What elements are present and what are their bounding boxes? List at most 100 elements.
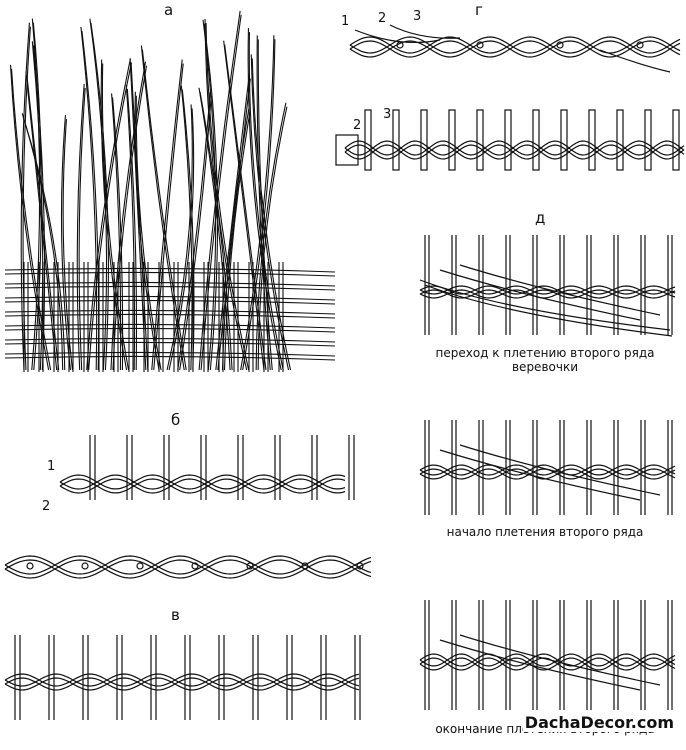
reed xyxy=(31,41,44,371)
strand xyxy=(419,279,671,331)
stake xyxy=(504,109,512,171)
weft-strand xyxy=(4,313,336,319)
stake xyxy=(644,109,652,171)
strand xyxy=(419,653,676,667)
watermark: DachaDecor.com xyxy=(522,713,676,732)
stake xyxy=(616,109,624,171)
caption-transition-2: веревочки xyxy=(511,360,578,374)
rope-strand xyxy=(4,555,372,575)
reed xyxy=(78,87,86,371)
strand xyxy=(354,29,441,44)
rope-strand xyxy=(59,474,346,490)
weft-strand xyxy=(4,299,336,305)
reed xyxy=(89,18,108,371)
strand xyxy=(389,24,461,39)
reed xyxy=(221,108,250,371)
rope-strand xyxy=(59,478,346,494)
reed xyxy=(223,112,251,371)
strand xyxy=(344,144,685,160)
reed xyxy=(248,32,284,371)
reed xyxy=(250,54,290,371)
reed xyxy=(101,63,130,371)
reed xyxy=(134,91,160,371)
reed xyxy=(217,78,251,371)
reed xyxy=(130,62,149,371)
strand-label-g3-lower: 3 xyxy=(383,107,392,122)
weft-strand xyxy=(4,323,336,329)
weft-strand xyxy=(4,281,336,287)
strand-label-2: 2 xyxy=(42,499,51,514)
reed xyxy=(215,74,250,371)
weft-strand xyxy=(4,327,336,333)
stake-section xyxy=(136,562,144,570)
panel-b-rope-weave xyxy=(4,435,372,579)
panel-a-reeds xyxy=(4,10,336,372)
strand xyxy=(459,264,661,316)
stake-section xyxy=(356,562,364,570)
reed xyxy=(112,65,148,371)
reed xyxy=(251,58,292,371)
reed xyxy=(76,83,85,371)
strand xyxy=(439,449,641,501)
stake-section xyxy=(636,41,644,49)
strand-label-g1: 1 xyxy=(341,14,350,29)
rope-strand xyxy=(4,677,360,691)
reed xyxy=(90,22,109,371)
rope-strand xyxy=(4,677,360,691)
rope-strand xyxy=(59,478,346,494)
reed xyxy=(205,22,250,371)
reed xyxy=(88,62,132,371)
strand xyxy=(599,49,671,73)
stake-end xyxy=(335,134,359,166)
reed xyxy=(9,64,50,371)
weft-strand xyxy=(4,271,336,277)
reed xyxy=(22,117,66,371)
strand xyxy=(419,289,676,299)
reed xyxy=(247,28,282,371)
strand-label-g3: 3 xyxy=(413,9,422,24)
reed xyxy=(125,84,136,371)
weft-strand xyxy=(4,341,336,347)
rope-strand xyxy=(4,559,372,579)
stake-section xyxy=(556,41,564,49)
reed xyxy=(199,91,233,371)
weft-strand xyxy=(4,285,336,291)
strand xyxy=(419,657,676,671)
reed xyxy=(151,59,183,371)
strand xyxy=(459,444,661,496)
weft-strand xyxy=(4,267,336,273)
strand xyxy=(439,639,641,691)
stake xyxy=(560,109,568,171)
strand xyxy=(439,269,641,321)
reed xyxy=(255,102,287,371)
reed xyxy=(198,87,231,371)
strand xyxy=(419,285,676,295)
reed xyxy=(177,92,211,371)
reed xyxy=(200,14,242,371)
strand xyxy=(459,634,661,686)
rope-strand xyxy=(4,673,360,687)
reed xyxy=(181,89,195,371)
stake xyxy=(448,109,456,171)
strand xyxy=(419,289,676,299)
weft-strand xyxy=(4,309,336,315)
reed xyxy=(204,18,248,371)
reed xyxy=(80,26,98,371)
weft-strand xyxy=(4,355,336,361)
caption-transition: переход к плетению второго ряда xyxy=(435,346,655,360)
panel-d-second-row xyxy=(419,235,676,710)
strand xyxy=(344,144,685,160)
reed xyxy=(140,45,185,371)
panel-b-label: б xyxy=(171,411,181,429)
stake xyxy=(532,109,540,171)
reed xyxy=(203,23,219,371)
rope-strand xyxy=(59,474,346,490)
rope-strand xyxy=(4,555,372,575)
weft-strand xyxy=(4,337,336,343)
strand xyxy=(349,40,681,58)
stake-section xyxy=(476,41,484,49)
strand xyxy=(349,36,681,54)
strand xyxy=(349,36,681,54)
stake xyxy=(420,109,428,171)
reed xyxy=(25,71,58,371)
